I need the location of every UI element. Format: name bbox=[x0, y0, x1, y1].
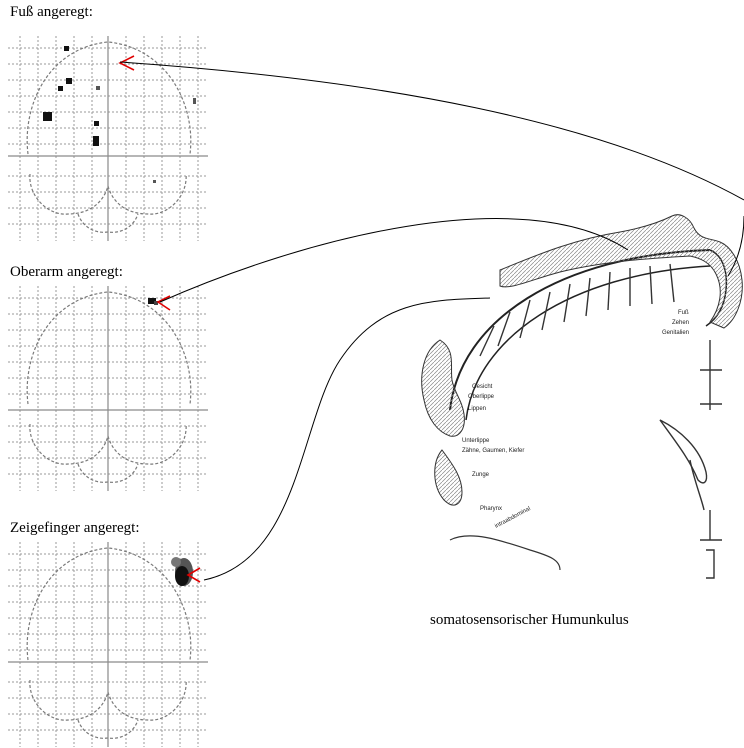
homunculus-label-teeth: Zähne, Gaumen, Kiefer bbox=[462, 448, 524, 454]
homunculus-label-face: Gesicht bbox=[472, 384, 493, 390]
homunculus-label-tongue: Zunge bbox=[472, 472, 490, 478]
arrow-marker bbox=[120, 56, 134, 70]
ventricle-outlines bbox=[660, 340, 722, 578]
homunculus-label-lips: Lippen bbox=[468, 406, 486, 412]
homunculus-label-group: Fuß Zehen Genitalien Gesicht Oberlippe L… bbox=[462, 310, 689, 530]
brain-scan-foot bbox=[8, 36, 208, 241]
brain-outline bbox=[27, 42, 191, 232]
lower-outline bbox=[450, 536, 560, 570]
homunculus-label-upper-lip: Oberlippe bbox=[468, 394, 495, 400]
scan-caption-foot: Fuß angeregt: bbox=[10, 4, 93, 21]
homunculus-caption: somatosensorischer Humunkulus bbox=[430, 612, 629, 629]
tongue-figure bbox=[435, 450, 462, 505]
body-figure bbox=[500, 215, 742, 328]
scan-caption-index-finger: Zeigefinger angeregt: bbox=[10, 520, 140, 537]
brain-scan-index-finger bbox=[8, 542, 208, 747]
scan-midlines bbox=[8, 286, 208, 491]
homunculus-label-foot: Fuß bbox=[678, 310, 689, 316]
homunculus-illustration: Fuß Zehen Genitalien Gesicht Oberlippe L… bbox=[410, 210, 744, 595]
homunculus-label-genitals: Genitalien bbox=[662, 330, 689, 336]
connector-foot bbox=[120, 62, 744, 200]
homunculus-label-lower-lip: Unterlippe bbox=[462, 438, 490, 444]
brain-outline bbox=[27, 548, 191, 738]
activation-spots bbox=[148, 298, 158, 305]
scan-midlines bbox=[8, 36, 208, 241]
homunculus-label-toes: Zehen bbox=[672, 320, 689, 326]
activation-spots bbox=[43, 46, 196, 183]
homunculus-label-pharynx: Pharynx bbox=[480, 506, 502, 512]
brain-scan-upper-arm bbox=[8, 286, 208, 491]
brain-outline bbox=[27, 292, 191, 482]
scan-caption-upper-arm: Oberarm angeregt: bbox=[10, 264, 123, 281]
face-figure bbox=[422, 340, 465, 436]
activation-spots bbox=[171, 557, 193, 586]
